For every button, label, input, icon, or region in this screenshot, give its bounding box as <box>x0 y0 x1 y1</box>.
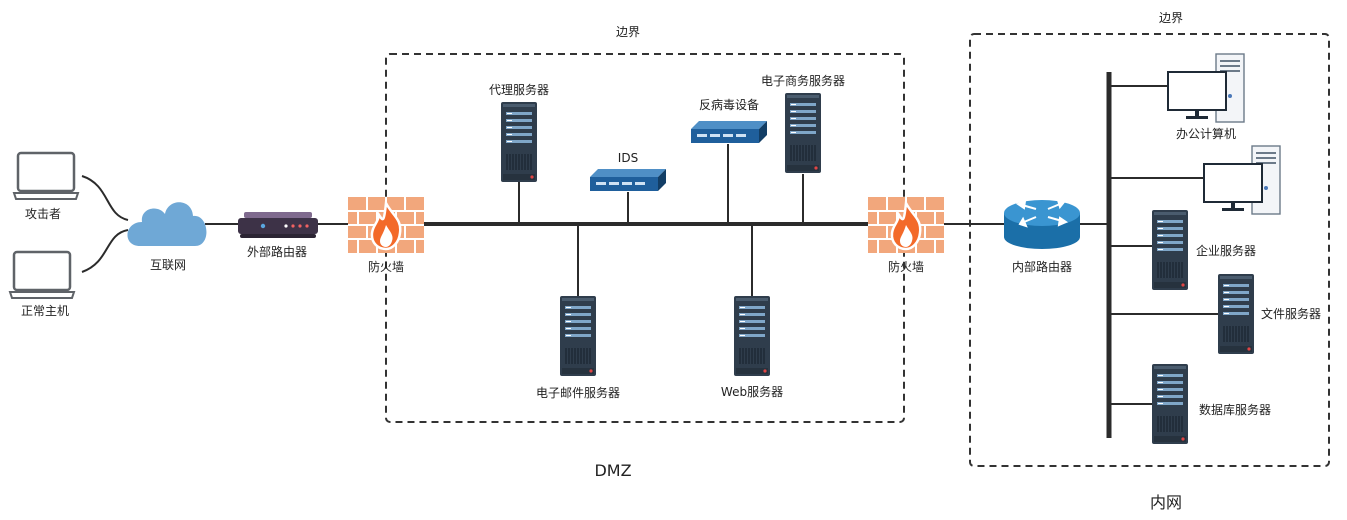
internet-cloud-icon <box>127 202 207 246</box>
attacker-label: 攻击者 <box>25 207 61 221</box>
dmz-label: DMZ <box>594 461 631 480</box>
inner-firewall-icon <box>866 195 946 255</box>
file-server-icon <box>1217 273 1255 355</box>
attacker-laptop-icon <box>12 151 80 201</box>
internal-router-icon <box>1004 198 1080 249</box>
ids-label: IDS <box>618 151 638 165</box>
mail-server-icon <box>559 295 597 377</box>
database-server-icon <box>1151 363 1189 445</box>
ecommerce-server-label: 电子商务服务器 <box>761 73 845 88</box>
proxy-server-label: 代理服务器 <box>489 82 549 97</box>
mail-server-label: 电子邮件服务器 <box>536 385 620 400</box>
web-server-icon <box>733 295 771 377</box>
ids-appliance-icon <box>590 169 666 191</box>
intranet-label: 内网 <box>1150 493 1182 512</box>
office-computer-label: 办公计算机 <box>1176 126 1236 141</box>
external-router-label: 外部路由器 <box>247 244 307 259</box>
ecommerce-server-icon <box>784 92 822 174</box>
normal-host-label: 正常主机 <box>21 304 69 318</box>
database-server-label: 数据库服务器 <box>1199 402 1271 417</box>
dmz-boundary <box>385 53 905 423</box>
normal-host-laptop-icon <box>8 250 76 300</box>
dmz-border-label: 边界 <box>616 25 640 39</box>
web-server-label: Web服务器 <box>721 384 783 399</box>
antivirus-label: 反病毒设备 <box>699 97 759 112</box>
file-server-label: 文件服务器 <box>1261 306 1321 321</box>
office-computer-2-icon <box>1203 145 1281 215</box>
antivirus-appliance-icon <box>691 121 767 143</box>
outer-firewall-label: 防火墙 <box>368 259 404 274</box>
office-computer-1-icon <box>1167 53 1245 123</box>
link-attacker-internet <box>81 175 129 221</box>
connections <box>81 72 1218 438</box>
enterprise-server-label: 企业服务器 <box>1196 243 1256 258</box>
enterprise-server-icon <box>1151 209 1189 291</box>
intranet-border-label: 边界 <box>1159 11 1183 25</box>
internal-router-label: 内部路由器 <box>1012 259 1072 274</box>
proxy-server-icon <box>500 101 538 183</box>
external-router-icon <box>238 212 318 238</box>
internet-label: 互联网 <box>150 258 186 272</box>
link-host-internet <box>81 229 129 273</box>
outer-firewall-icon <box>346 195 426 255</box>
intranet-boundary <box>969 33 1330 467</box>
inner-firewall-label: 防火墙 <box>888 259 924 274</box>
